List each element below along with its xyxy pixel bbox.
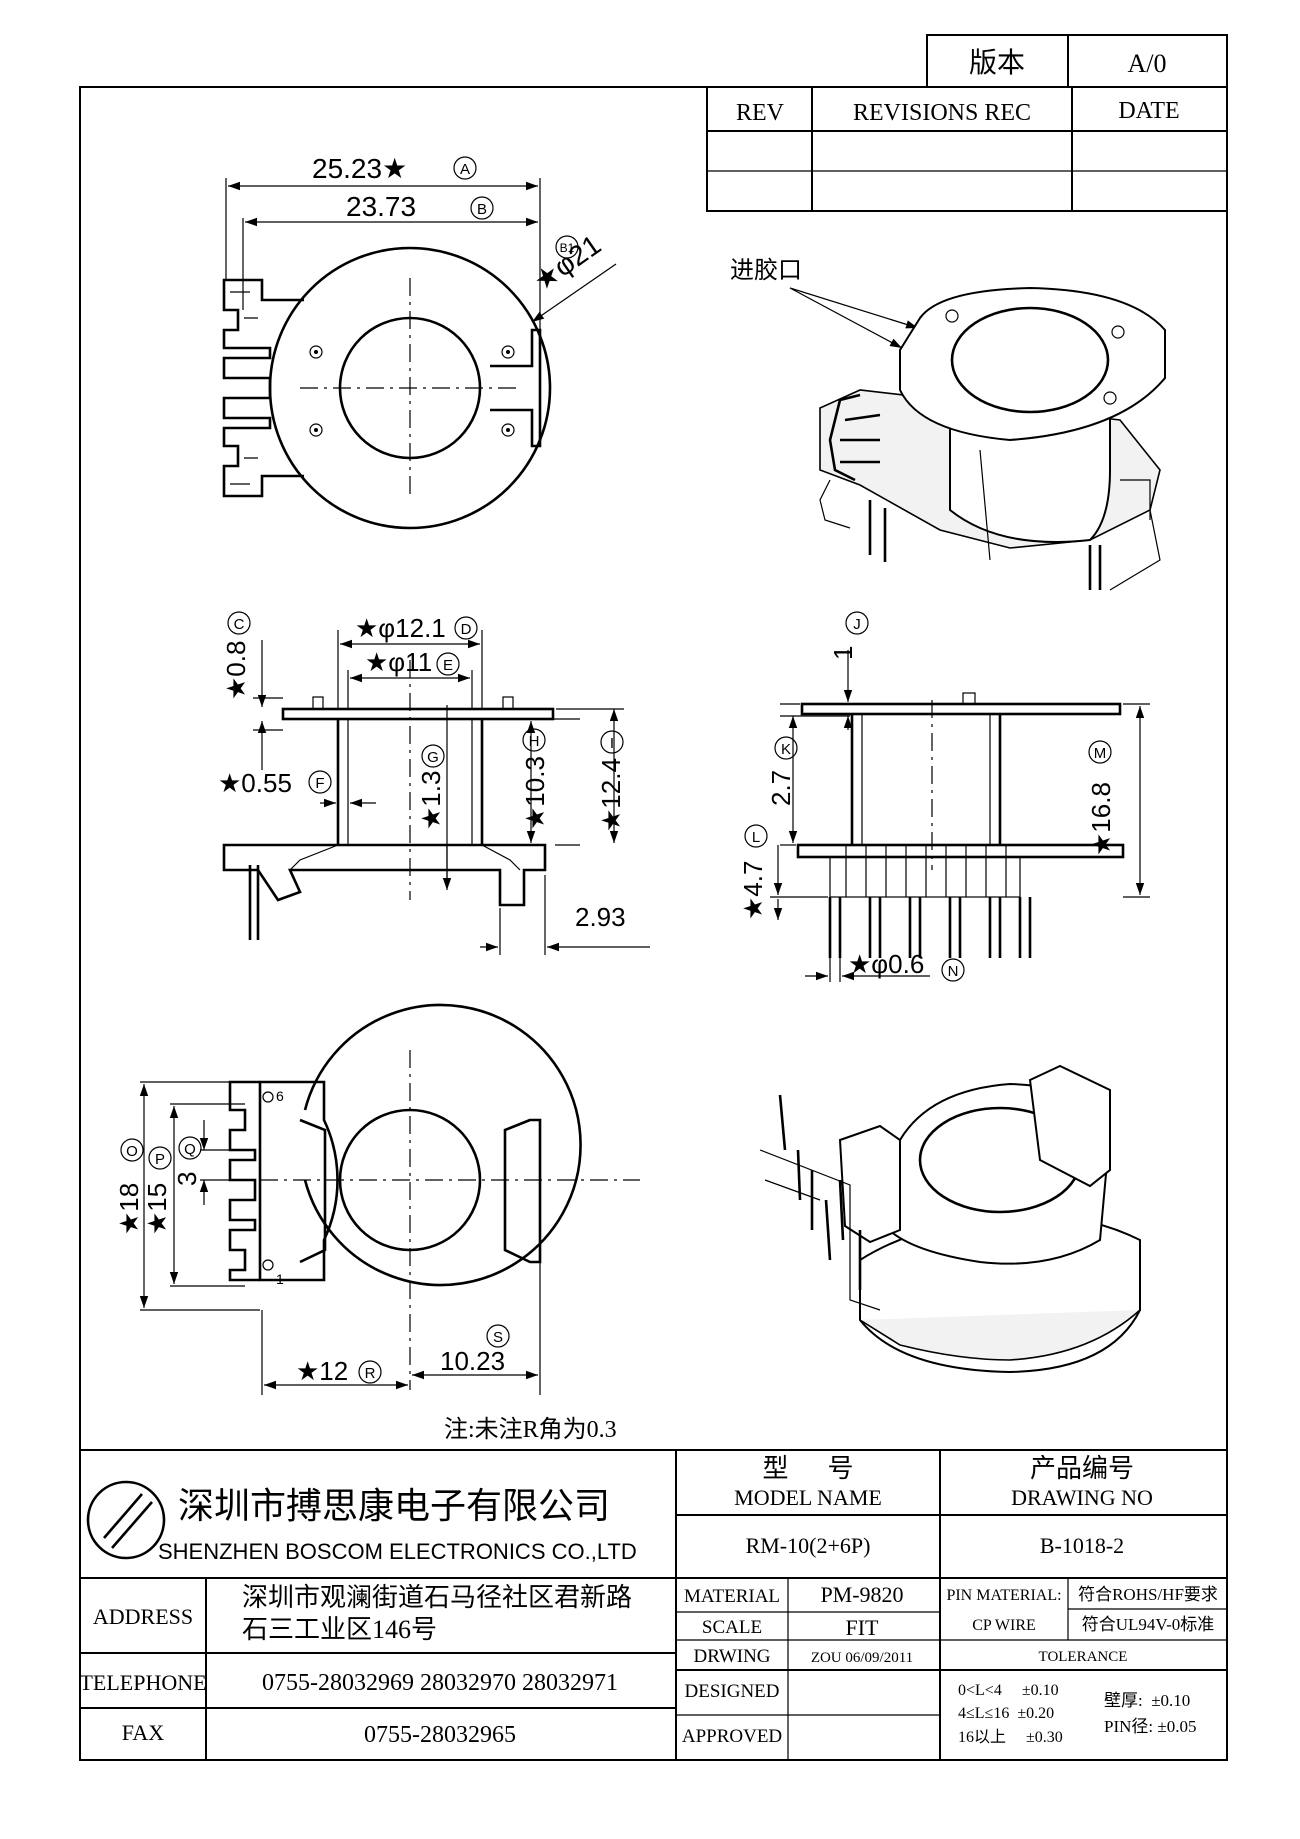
tag-b1: B1 bbox=[560, 241, 575, 255]
revisions-header: REVISIONS REC bbox=[853, 100, 1031, 126]
version-box: 版本 A/0 bbox=[926, 34, 1228, 88]
front-view: C ★0.8 ★φ12.1 D ★φ11 E ★0.55 F G ★1.3 H … bbox=[218, 611, 650, 955]
address-line2: 石三工业区146号 bbox=[242, 1615, 437, 1644]
dim-2-93: 2.93 bbox=[575, 902, 626, 932]
tol-range-1: 0<L<4 ±0.10 bbox=[958, 1682, 1059, 1699]
cp-wire-label: CP WIRE bbox=[972, 1617, 1036, 1634]
drwing-label: DRWING bbox=[693, 1646, 770, 1667]
tag-j: J bbox=[853, 616, 861, 633]
tag-c: C bbox=[234, 616, 245, 633]
dim-r: ★12 bbox=[296, 1356, 348, 1386]
date-header: DATE bbox=[1118, 98, 1179, 124]
telephone-value: 0755-28032969 28032970 28032971 bbox=[262, 1670, 618, 1696]
note-text: 注:未注R角为0.3 bbox=[444, 1416, 617, 1443]
tag-s: S bbox=[493, 1329, 503, 1346]
dim-n: ★φ0.6 bbox=[848, 949, 924, 979]
tag-d: D bbox=[461, 621, 472, 638]
cp-wire-value: 符合UL94V-0标准 bbox=[1082, 1615, 1215, 1634]
designed-label: DESIGNED bbox=[685, 1681, 780, 1702]
revision-table: REV REVISIONS REC DATE bbox=[706, 86, 1228, 212]
drawing-value: B-1018-2 bbox=[1040, 1533, 1124, 1558]
tag-n: N bbox=[948, 963, 959, 980]
rev-header: REV bbox=[736, 100, 785, 126]
address-label: ADDRESS bbox=[93, 1604, 193, 1629]
approved-label: APPROVED bbox=[682, 1726, 782, 1747]
dim-i: ★12.4 bbox=[596, 758, 626, 832]
model-cn: 型 号 bbox=[762, 1454, 853, 1483]
dim-q: 3 bbox=[172, 1172, 202, 1186]
pin-1-label: 1 bbox=[276, 1271, 284, 1287]
tag-g: G bbox=[427, 749, 439, 766]
top-view: 25.23★ A 23.73 B B1 ★φ21 bbox=[222, 153, 617, 530]
pin-6-label: 6 bbox=[276, 1088, 284, 1104]
dim-d: ★φ12.1 bbox=[355, 613, 446, 643]
tol-pin: PIN径: ±0.05 bbox=[1104, 1717, 1196, 1736]
dim-j: 1 bbox=[828, 646, 858, 660]
version-label: 版本 bbox=[969, 47, 1025, 79]
pin-material-value: 符合ROHS/HF要求 bbox=[1078, 1585, 1218, 1604]
dim-o: ★18 bbox=[114, 1183, 144, 1235]
drawing-cn: 产品编号 bbox=[1030, 1454, 1134, 1483]
drawing-border bbox=[79, 86, 1228, 1761]
tag-o: O bbox=[126, 1143, 138, 1160]
scale-label: SCALE bbox=[702, 1617, 762, 1638]
tol-range-2: 4≤L≤16 ±0.20 bbox=[958, 1705, 1054, 1722]
tol-range-3: 16以上 ±0.30 bbox=[958, 1728, 1063, 1746]
drawing-en: DRAWING NO bbox=[1011, 1485, 1153, 1510]
tag-m: M bbox=[1094, 745, 1107, 762]
tag-q: Q bbox=[184, 1141, 196, 1158]
company-name-cn: 深圳市搏思康电子有限公司 bbox=[178, 1486, 610, 1526]
dim-h: ★10.3 bbox=[520, 756, 550, 830]
gate-label: 进胶口 bbox=[730, 257, 802, 284]
dim-c: ★0.8 bbox=[221, 641, 251, 700]
dim-e: ★φ11 bbox=[365, 647, 432, 677]
tag-e: E bbox=[443, 657, 453, 674]
iso-view-bottom bbox=[759, 1064, 1141, 1374]
model-value: RM-10(2+6P) bbox=[746, 1533, 871, 1558]
address-line1: 深圳市观澜街道石马径社区君新路 bbox=[242, 1583, 632, 1612]
bottom-view: 6 1 O ★18 P ★15 Q 3 ★12 R S 10.23 bbox=[114, 1003, 640, 1395]
dim-s: 10.23 bbox=[440, 1346, 505, 1376]
drwing-value: ZOU 06/09/2011 bbox=[811, 1650, 913, 1666]
dim-a: 25.23★ bbox=[312, 153, 407, 184]
tag-l: L bbox=[752, 829, 760, 846]
pin-material-label: PIN MATERIAL: bbox=[946, 1587, 1061, 1604]
company-name-en: SHENZHEN BOSCOM ELECTRONICS CO.,LTD bbox=[158, 1539, 637, 1564]
dim-f: ★0.55 bbox=[218, 768, 292, 798]
tag-b: B bbox=[477, 201, 487, 218]
tag-i: I bbox=[610, 735, 614, 752]
tag-k: K bbox=[781, 741, 791, 758]
version-value: A/0 bbox=[1128, 49, 1167, 78]
dim-g: ★1.3 bbox=[416, 771, 446, 830]
tag-a: A bbox=[460, 161, 470, 178]
material-label: MATERIAL bbox=[684, 1586, 780, 1607]
title-block: 深圳市搏思康电子有限公司 SHENZHEN BOSCOM ELECTRONICS… bbox=[79, 1449, 1227, 1760]
telephone-label: TELEPHONE bbox=[79, 1670, 206, 1695]
iso-view-top: 进胶口 bbox=[730, 257, 1166, 591]
company-logo bbox=[86, 1480, 166, 1560]
tol-wall: 壁厚: ±0.10 bbox=[1104, 1691, 1190, 1710]
fax-value: 0755-28032965 bbox=[364, 1722, 516, 1748]
material-value: PM-9820 bbox=[820, 1582, 903, 1607]
scale-value: FIT bbox=[846, 1615, 880, 1640]
dim-m: ★16.8 bbox=[1086, 782, 1116, 856]
tag-p: P bbox=[155, 1151, 165, 1168]
tag-f: F bbox=[315, 775, 324, 792]
side-view: J 1 K 2.7 L ★4.7 M ★16.8 ★φ0.6 N bbox=[738, 611, 1150, 982]
dim-l: ★4.7 bbox=[738, 861, 768, 920]
fax-label: FAX bbox=[122, 1720, 164, 1745]
dim-p: ★15 bbox=[142, 1183, 172, 1235]
tag-h: H bbox=[529, 733, 540, 750]
tolerance-label: TOLERANCE bbox=[1039, 1649, 1128, 1665]
tag-r: R bbox=[365, 1365, 376, 1382]
model-en: MODEL NAME bbox=[734, 1485, 882, 1510]
dim-k: 2.7 bbox=[766, 770, 796, 806]
dim-b: 23.73 bbox=[346, 191, 416, 222]
